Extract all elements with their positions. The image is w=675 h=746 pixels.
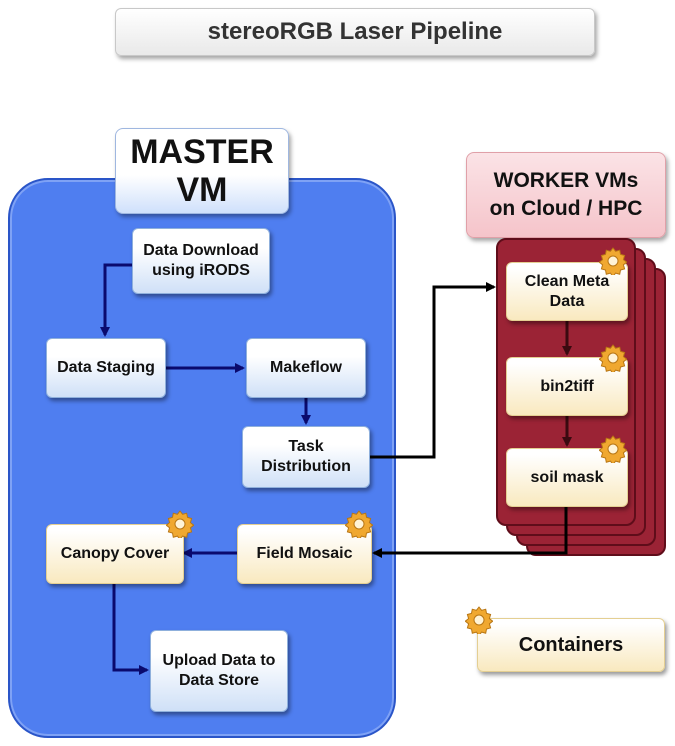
arrow-task-to-worker [370, 282, 496, 459]
gear-icon [465, 606, 493, 634]
node-canopy-cover: Canopy Cover [46, 524, 184, 584]
arrow-canopy-to-upload [112, 583, 149, 675]
node-makeflow: Makeflow [246, 338, 366, 398]
node-task-distribution: Task Distribution [242, 426, 370, 488]
worker-vms-label: WORKER VMs on Cloud / HPC [466, 152, 666, 238]
node-data-staging: Data Staging [46, 338, 166, 398]
node-upload-data: Upload Data to Data Store [150, 630, 288, 712]
gear-icon [599, 435, 627, 463]
arrow-soil-to-mosaic [372, 507, 568, 558]
gear-icon [345, 510, 373, 538]
page-title: stereoRGB Laser Pipeline [115, 8, 595, 56]
arrow-download-to-staging [100, 263, 132, 337]
gear-icon [599, 344, 627, 372]
legend-containers: Containers [477, 618, 665, 672]
gear-icon [599, 247, 627, 275]
master-vm-label: MASTER VM [115, 128, 289, 214]
node-bin2tiff: bin2tiff [506, 357, 628, 416]
gear-icon [166, 510, 194, 538]
node-field-mosaic: Field Mosaic [237, 524, 372, 584]
node-data-download: Data Download using iRODS [132, 228, 270, 294]
